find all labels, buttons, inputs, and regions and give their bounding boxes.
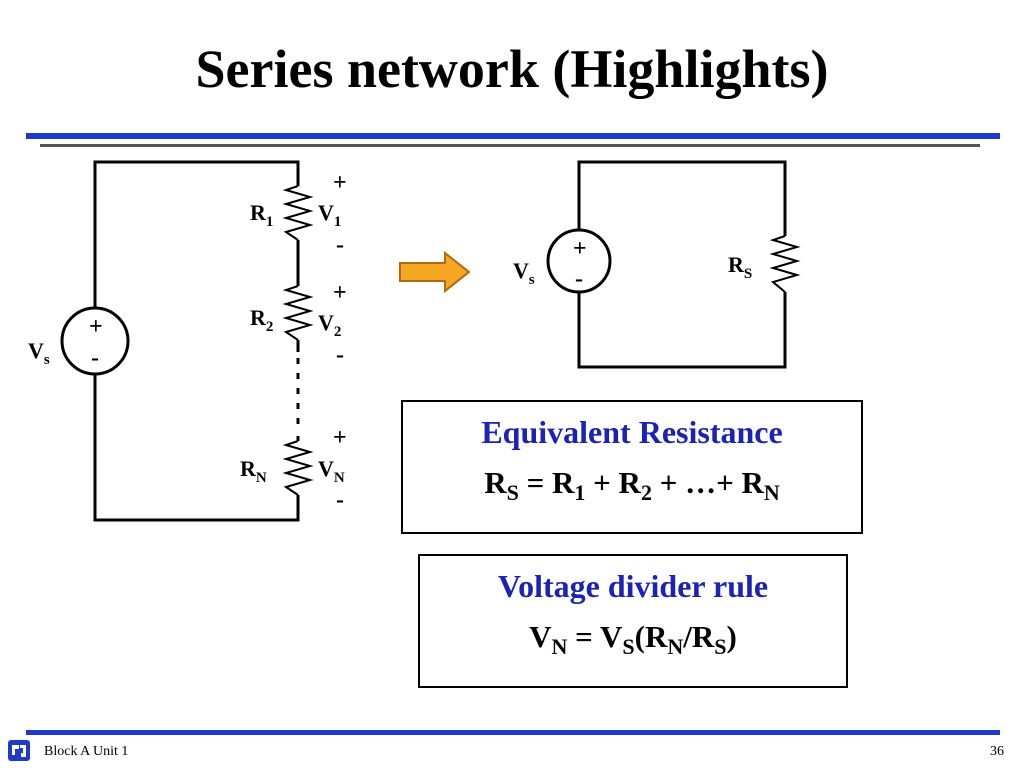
footer-text: Block A Unit 1 (44, 744, 129, 759)
university-logo-icon (8, 740, 30, 761)
title-rule-gray (40, 144, 980, 147)
equivalent-resistance-box: Equivalent Resistance RS = R1 + R2 + …+ … (401, 400, 863, 534)
page-number: 36 (990, 744, 1004, 759)
voltage-divider-box: Voltage divider rule VN = VS(RN/RS) (418, 554, 848, 688)
transform-arrow (399, 250, 471, 294)
vn-label: VN (318, 456, 345, 486)
resistor-rn-symbol (282, 440, 314, 496)
r1-label: R1 (250, 200, 274, 230)
v1-plus: + (333, 170, 347, 196)
right-source-plus: + (573, 236, 587, 262)
vn-plus: + (333, 425, 347, 451)
right-circuit-wires (577, 160, 787, 369)
right-source-label: Vs (513, 258, 535, 288)
right-source-minus: - (575, 266, 583, 292)
left-voltage-source (60, 306, 130, 376)
equivalent-resistance-formula: RS = R1 + R2 + …+ RN (484, 465, 780, 505)
v2-plus: + (333, 280, 347, 306)
left-source-minus: - (91, 345, 99, 371)
footer-rule (26, 730, 1000, 735)
resistor-r1-symbol (282, 185, 314, 241)
right-voltage-source (546, 228, 612, 294)
voltage-divider-heading: Voltage divider rule (497, 568, 769, 604)
left-source-plus: + (89, 314, 103, 340)
title-rule-blue (26, 133, 1000, 139)
v1-label: V1 (318, 200, 342, 230)
voltage-divider-formula: VN = VS(RN/RS) (529, 619, 737, 659)
v2-minus: - (336, 342, 344, 368)
rs-label: RS (728, 252, 753, 282)
vn-minus: - (336, 487, 344, 513)
r2-label: R2 (250, 305, 274, 335)
slide-title: Series network (Highlights) (195, 39, 829, 99)
equivalent-resistance-heading: Equivalent Resistance (481, 414, 783, 450)
resistor-r2-symbol (282, 285, 314, 341)
left-circuit-wires (93, 160, 300, 522)
rn-label: RN (240, 456, 267, 486)
left-source-label: Vs (28, 338, 50, 368)
resistor-rs-symbol (769, 235, 801, 293)
v1-minus: - (336, 232, 344, 258)
v2-label: V2 (318, 310, 342, 340)
